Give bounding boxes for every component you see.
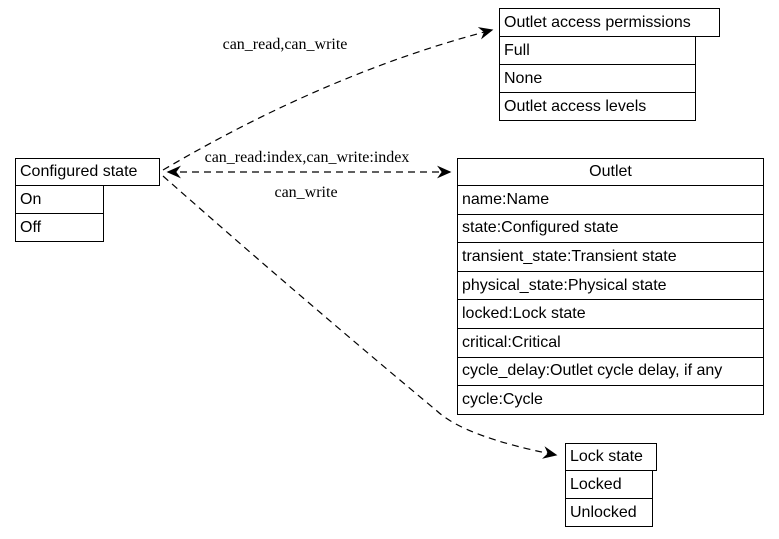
table-row: Unlocked — [565, 498, 653, 527]
table-row: name:Name — [457, 185, 764, 215]
node-outlet-title: Outlet — [457, 158, 764, 186]
node-outlet-access-permissions-title: Outlet access permissions — [499, 8, 720, 37]
node-lock-state: Lock state Locked Unlocked — [565, 443, 657, 527]
edge-label-can-write: can_write — [274, 184, 338, 201]
table-row: Outlet access levels — [499, 92, 696, 121]
node-outlet-access-permissions: Outlet access permissions Full None Outl… — [499, 8, 720, 121]
table-row: Off — [15, 213, 104, 242]
node-configured-state: Configured state On Off — [15, 158, 160, 242]
table-row: physical_state:Physical state — [457, 270, 764, 301]
table-row: Full — [499, 36, 696, 65]
table-row: Locked — [565, 470, 653, 499]
table-row: On — [15, 185, 104, 214]
node-outlet: Outlet name:Name state:Configured state … — [457, 158, 764, 415]
table-row: critical:Critical — [457, 327, 764, 358]
table-row: None — [499, 64, 696, 93]
table-row: locked:Lock state — [457, 299, 764, 329]
node-configured-state-title: Configured state — [15, 158, 160, 186]
edge-label-can-read-index-can-write-index: can_read:index,can_write:index — [204, 149, 410, 166]
node-lock-state-title: Lock state — [565, 443, 657, 471]
table-row: state:Configured state — [457, 213, 764, 244]
table-row: transient_state:Transient state — [457, 242, 764, 272]
table-row: cycle_delay:Outlet cycle delay, if any — [457, 356, 764, 387]
edge-label-can-read-can-write: can_read,can_write — [222, 36, 348, 53]
table-row: cycle:Cycle — [457, 385, 764, 415]
